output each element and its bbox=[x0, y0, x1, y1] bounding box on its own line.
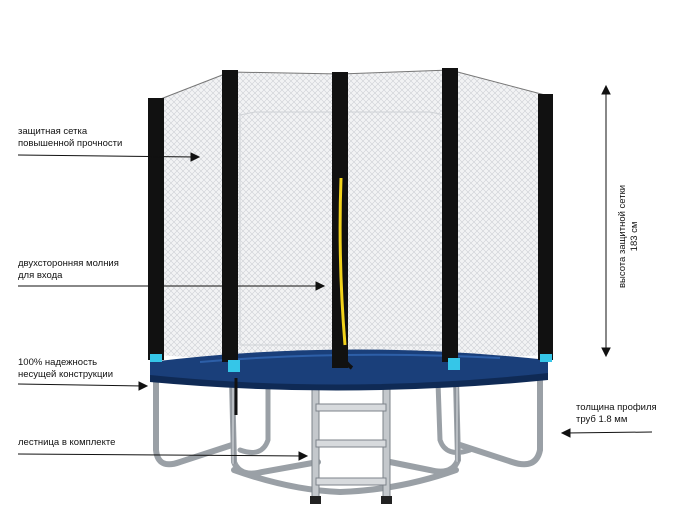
frame-annotation: 100% надежность несущей конструкции bbox=[18, 357, 113, 381]
ladder-label: лестница в комплекте bbox=[18, 437, 116, 448]
tube-annotation: толщина профиля труб 1.8 мм bbox=[576, 402, 657, 426]
zipper-label-line1: двухсторонняя молния bbox=[18, 258, 119, 269]
height-annotation: высота защитной сетки 183 см bbox=[617, 185, 641, 288]
height-label-line1: высота защитной сетки bbox=[617, 184, 628, 288]
zipper-label-line2: для входа bbox=[18, 270, 63, 281]
tube-label-line2: труб 1.8 мм bbox=[576, 414, 628, 425]
net-annotation: защитная сетка повышенной прочности bbox=[18, 126, 122, 150]
net-label-line1: защитная сетка bbox=[18, 126, 88, 137]
safety-net bbox=[157, 69, 546, 360]
steel-frame bbox=[153, 377, 543, 496]
frame-label-line2: несущей конструкции bbox=[18, 369, 113, 380]
tube-label-line1: толщина профиля bbox=[576, 402, 657, 413]
height-label-line2: 183 см bbox=[629, 221, 640, 252]
ladder bbox=[310, 379, 392, 504]
frame-label-line1: 100% надежность bbox=[18, 357, 98, 368]
pointer-arrows bbox=[17, 84, 653, 461]
net-label-line2: повышенной прочности bbox=[18, 138, 123, 149]
zipper-annotation: двухсторонняя молния для входа bbox=[18, 258, 119, 282]
ladder-annotation: лестница в комплекте bbox=[18, 437, 115, 449]
net-poles bbox=[148, 68, 553, 372]
zipper-entrance bbox=[332, 72, 354, 370]
